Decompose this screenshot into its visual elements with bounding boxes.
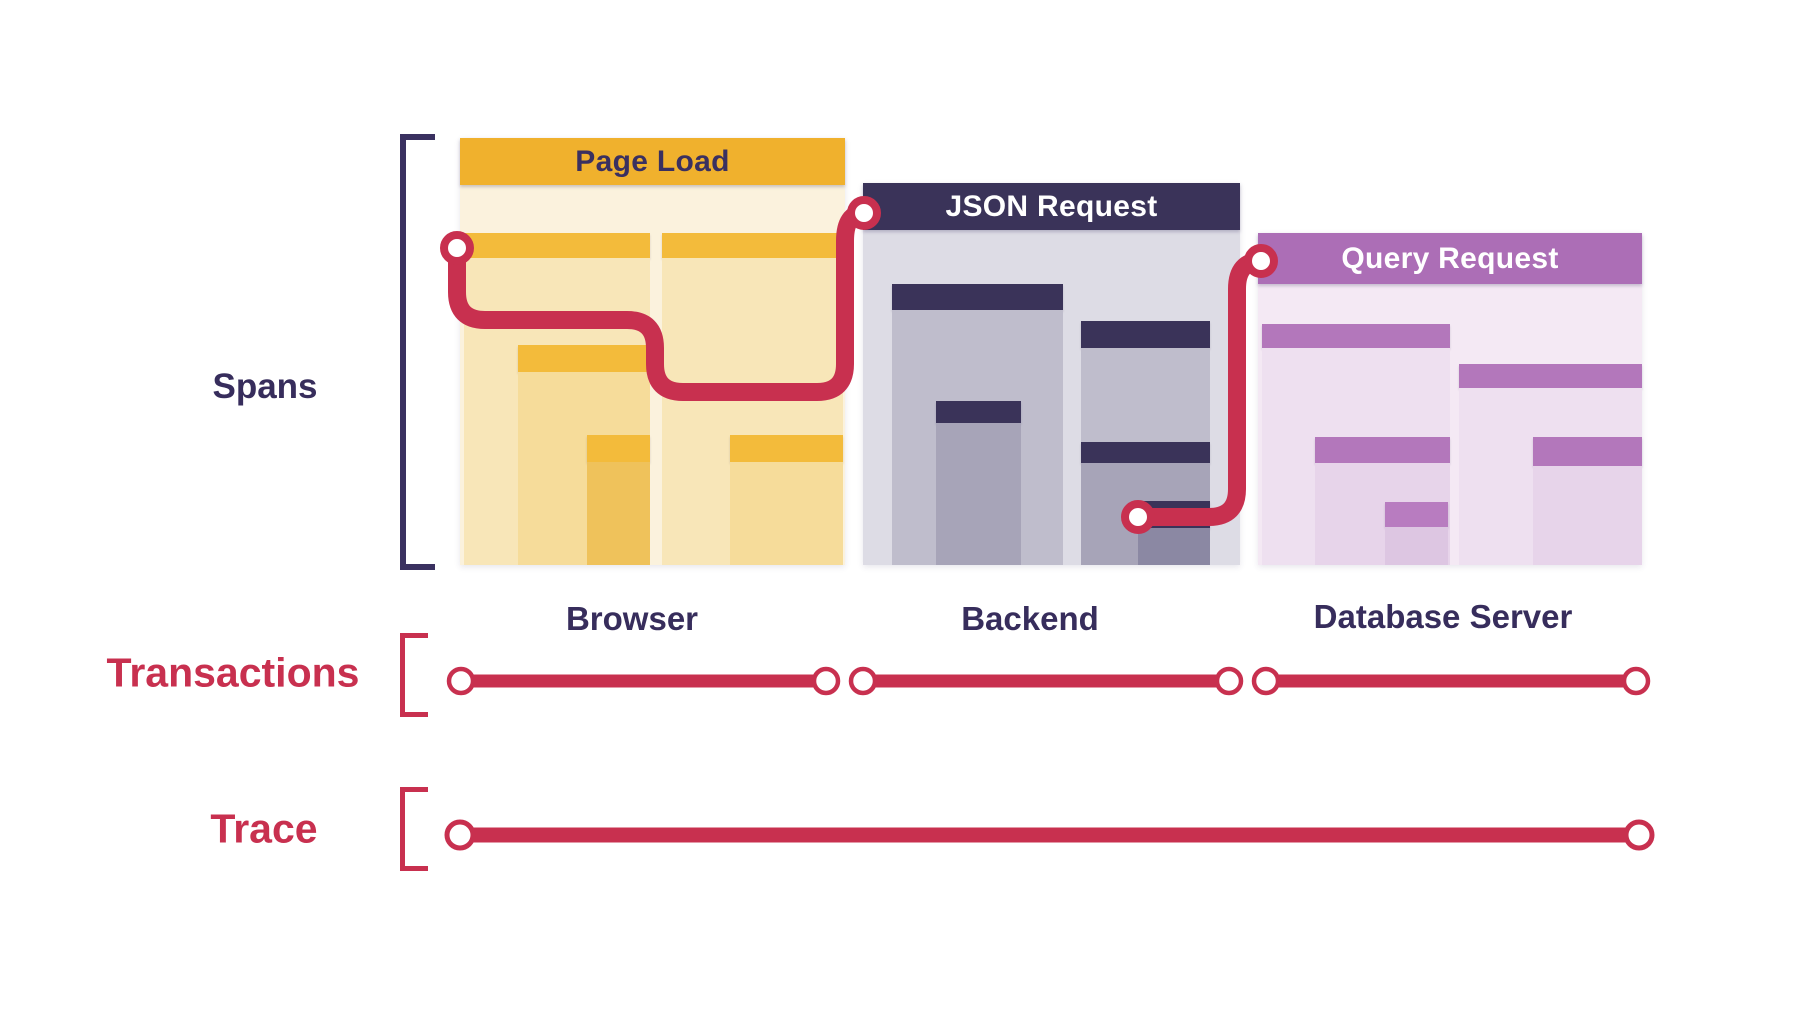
panel-json-request-header: JSON Request: [863, 183, 1240, 230]
transaction-endpoint: [446, 666, 476, 696]
caption-backend: Backend: [961, 600, 1099, 637]
trace-timeline: [444, 819, 1655, 851]
span-block: [892, 284, 1063, 565]
transaction-endpoint: [848, 666, 878, 696]
span-block: [587, 435, 650, 565]
transaction-endpoint: [1214, 666, 1244, 696]
panel-query-request-header: Query Request: [1258, 233, 1642, 284]
panel-page-load-header: Page Load: [460, 138, 845, 185]
spans-row-label: Spans: [212, 367, 318, 406]
panel-query-request-title: Query Request: [1341, 241, 1559, 275]
transaction-endpoint: [811, 666, 841, 696]
transaction-endpoint: [1251, 666, 1281, 696]
transactions-row-label: Transactions: [106, 649, 360, 696]
transactions-timeline: [446, 666, 1651, 696]
trace-endpoint: [444, 819, 476, 851]
panel-json-request-title: JSON Request: [945, 189, 1158, 223]
panel-page-load-title: Page Load: [575, 144, 730, 178]
panel-query-request: Query Request: [1258, 233, 1642, 565]
span-block: [1533, 437, 1642, 565]
panel-json-request: JSON Request: [863, 183, 1240, 565]
span-block: [1385, 502, 1448, 565]
transaction-endpoint: [1621, 666, 1651, 696]
span-block: [936, 401, 1021, 565]
trace-row-label: Trace: [210, 805, 318, 852]
caption-browser: Browser: [565, 600, 699, 637]
caption-database-server: Database Server: [1313, 598, 1573, 635]
panel-page-load: Page Load: [460, 138, 845, 565]
span-block: [1138, 501, 1210, 565]
span-block: [730, 435, 843, 565]
trace-endpoint: [1623, 819, 1655, 851]
